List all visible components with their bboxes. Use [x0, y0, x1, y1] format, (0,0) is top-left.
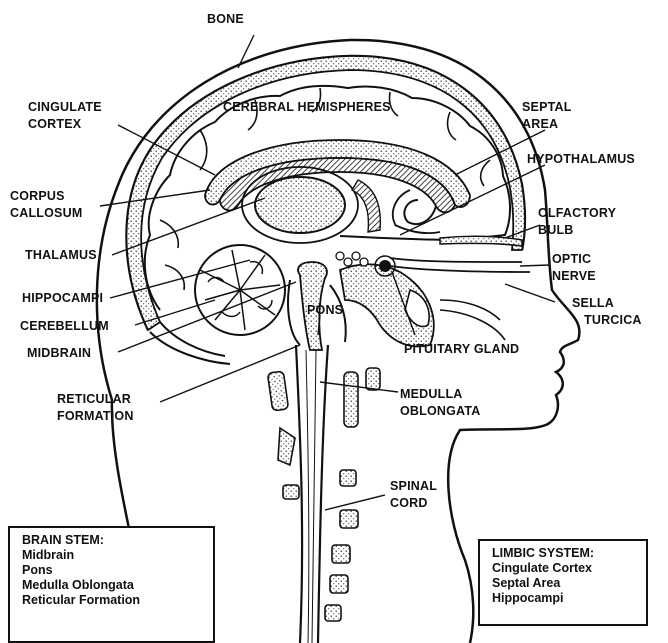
label-olfactory-bulb-line1: OLFACTORY — [538, 206, 616, 221]
legend-brain-stem-title: BRAIN STEM: — [22, 533, 205, 548]
label-pons: PONS — [307, 303, 343, 318]
thalamus — [255, 177, 345, 233]
legend-brain-stem-item: Pons — [22, 563, 205, 578]
label-septal-area-line2: AREA — [522, 117, 558, 132]
label-bone: BONE — [207, 12, 244, 27]
label-spinal-cord-line1: SPINAL — [390, 479, 437, 494]
legend-brain-stem-item: Reticular Formation — [22, 593, 205, 608]
label-medulla-oblongata-line1: MEDULLA — [400, 387, 463, 402]
legend-limbic-system: LIMBIC SYSTEM: Cingulate Cortex Septal A… — [478, 539, 648, 626]
label-cingulate-cortex-line1: CINGULATE — [28, 100, 102, 115]
label-olfactory-bulb-line2: BULB — [538, 223, 574, 238]
legend-brain-stem-item: Medulla Oblongata — [22, 578, 205, 593]
legend-brain-stem-item: Midbrain — [22, 548, 205, 563]
label-midbrain: MIDBRAIN — [27, 346, 91, 361]
legend-brain-stem: BRAIN STEM: Midbrain Pons Medulla Oblong… — [8, 526, 215, 643]
label-septal-area-line1: SEPTAL — [522, 100, 572, 115]
olfactory-bulb — [440, 236, 522, 246]
label-cerebral-hemispheres: CEREBRAL HEMISPHERES — [223, 100, 391, 115]
label-spinal-cord-line2: CORD — [390, 496, 428, 511]
label-hypothalamus: HYPOTHALAMUS — [527, 152, 635, 167]
legend-limbic-title: LIMBIC SYSTEM: — [492, 546, 638, 561]
label-sella-turcica-line1: SELLA — [572, 296, 614, 311]
label-cingulate-cortex-line2: CORTEX — [28, 117, 81, 132]
label-medulla-oblongata-line2: OBLONGATA — [400, 404, 481, 419]
label-hippocampi: HIPPOCAMPI — [22, 291, 103, 306]
label-cerebellum: CEREBELLUM — [20, 319, 109, 334]
label-reticular-formation-line2: FORMATION — [57, 409, 134, 424]
label-corpus-callosum-line1: CORPUS — [10, 189, 65, 204]
pituitary-gland — [379, 260, 391, 272]
label-thalamus: THALAMUS — [25, 248, 97, 263]
legend-limbic-item: Cingulate Cortex — [492, 561, 638, 576]
label-pituitary-gland: PITUITARY GLAND — [404, 342, 519, 357]
label-optic-nerve-line1: OPTIC — [552, 252, 591, 267]
legend-limbic-item: Septal Area — [492, 576, 638, 591]
label-sella-turcica-line2: TURCICA — [584, 313, 642, 328]
label-corpus-callosum-line2: CALLOSUM — [10, 206, 82, 221]
label-optic-nerve-line2: NERVE — [552, 269, 596, 284]
legend-limbic-item: Hippocampi — [492, 591, 638, 606]
label-reticular-formation-line1: RETICULAR — [57, 392, 131, 407]
